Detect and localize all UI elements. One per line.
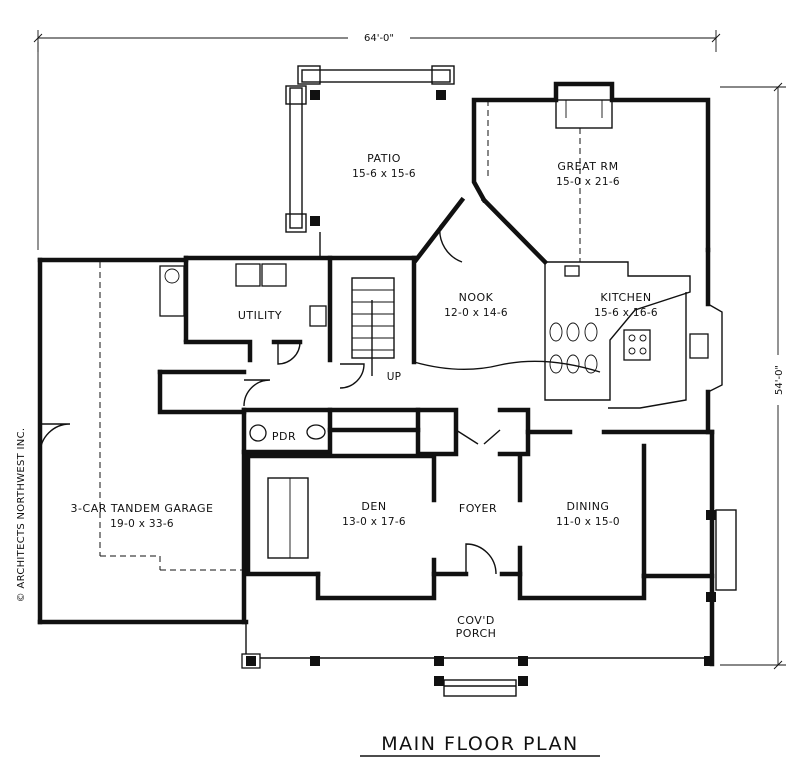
utility-appliances <box>159 263 327 327</box>
patio-name: PATIO <box>367 152 401 165</box>
great-room-dims: 15-0 x 21-6 <box>556 176 620 188</box>
garage-dashed-outline <box>99 262 244 571</box>
depth-dimension-line: 54'-0" <box>720 82 786 670</box>
stair-up-label: UP <box>387 371 402 383</box>
foyer-name: FOYER <box>459 502 497 515</box>
garage-name: 3-CAR TANDEM GARAGE <box>71 502 214 515</box>
room-labels: PATIO 15-6 x 15-6 GREAT RM 15-0 x 21-6 N… <box>71 152 658 640</box>
dining-name: DINING <box>567 500 610 513</box>
plan-title: MAIN FLOOR PLAN <box>381 733 578 755</box>
porch-name-2: PORCH <box>456 627 497 640</box>
kitchen-dims: 15-6 x 16-6 <box>594 307 658 319</box>
porch-name: COV'D <box>457 614 495 627</box>
pdr-name: PDR <box>272 430 296 443</box>
width-dimension-label: 64'-0" <box>364 33 394 44</box>
nook-name: NOOK <box>459 291 494 304</box>
utility-name: UTILITY <box>238 309 282 322</box>
nook-dims: 12-0 x 14-6 <box>444 307 508 319</box>
kitchen-counters <box>544 261 709 409</box>
porch-columns <box>241 509 737 697</box>
den-dims: 13-0 x 17-6 <box>342 516 406 528</box>
kitchen-name: KITCHEN <box>600 291 651 304</box>
fireplace <box>555 99 613 129</box>
patio-pergola <box>285 65 455 256</box>
width-dimension-line: 64'-0" <box>33 30 721 52</box>
great-room-window-dashes <box>487 100 709 262</box>
dining-dims: 11-0 x 15-0 <box>556 516 620 528</box>
garage-dims: 19-0 x 33-6 <box>110 518 174 530</box>
walls <box>37 81 723 667</box>
stairs <box>351 277 601 376</box>
copyright-text: © ARCHITECTS NORTHWEST INC. <box>16 428 27 603</box>
den-name: DEN <box>361 500 386 513</box>
powder-room-fixtures <box>249 424 326 442</box>
door-swings <box>39 199 501 575</box>
depth-dimension-label: 54'-0" <box>774 365 785 395</box>
den-bookcase <box>267 477 309 559</box>
great-room-name: GREAT RM <box>557 160 618 173</box>
patio-dims: 15-6 x 15-6 <box>352 168 416 180</box>
